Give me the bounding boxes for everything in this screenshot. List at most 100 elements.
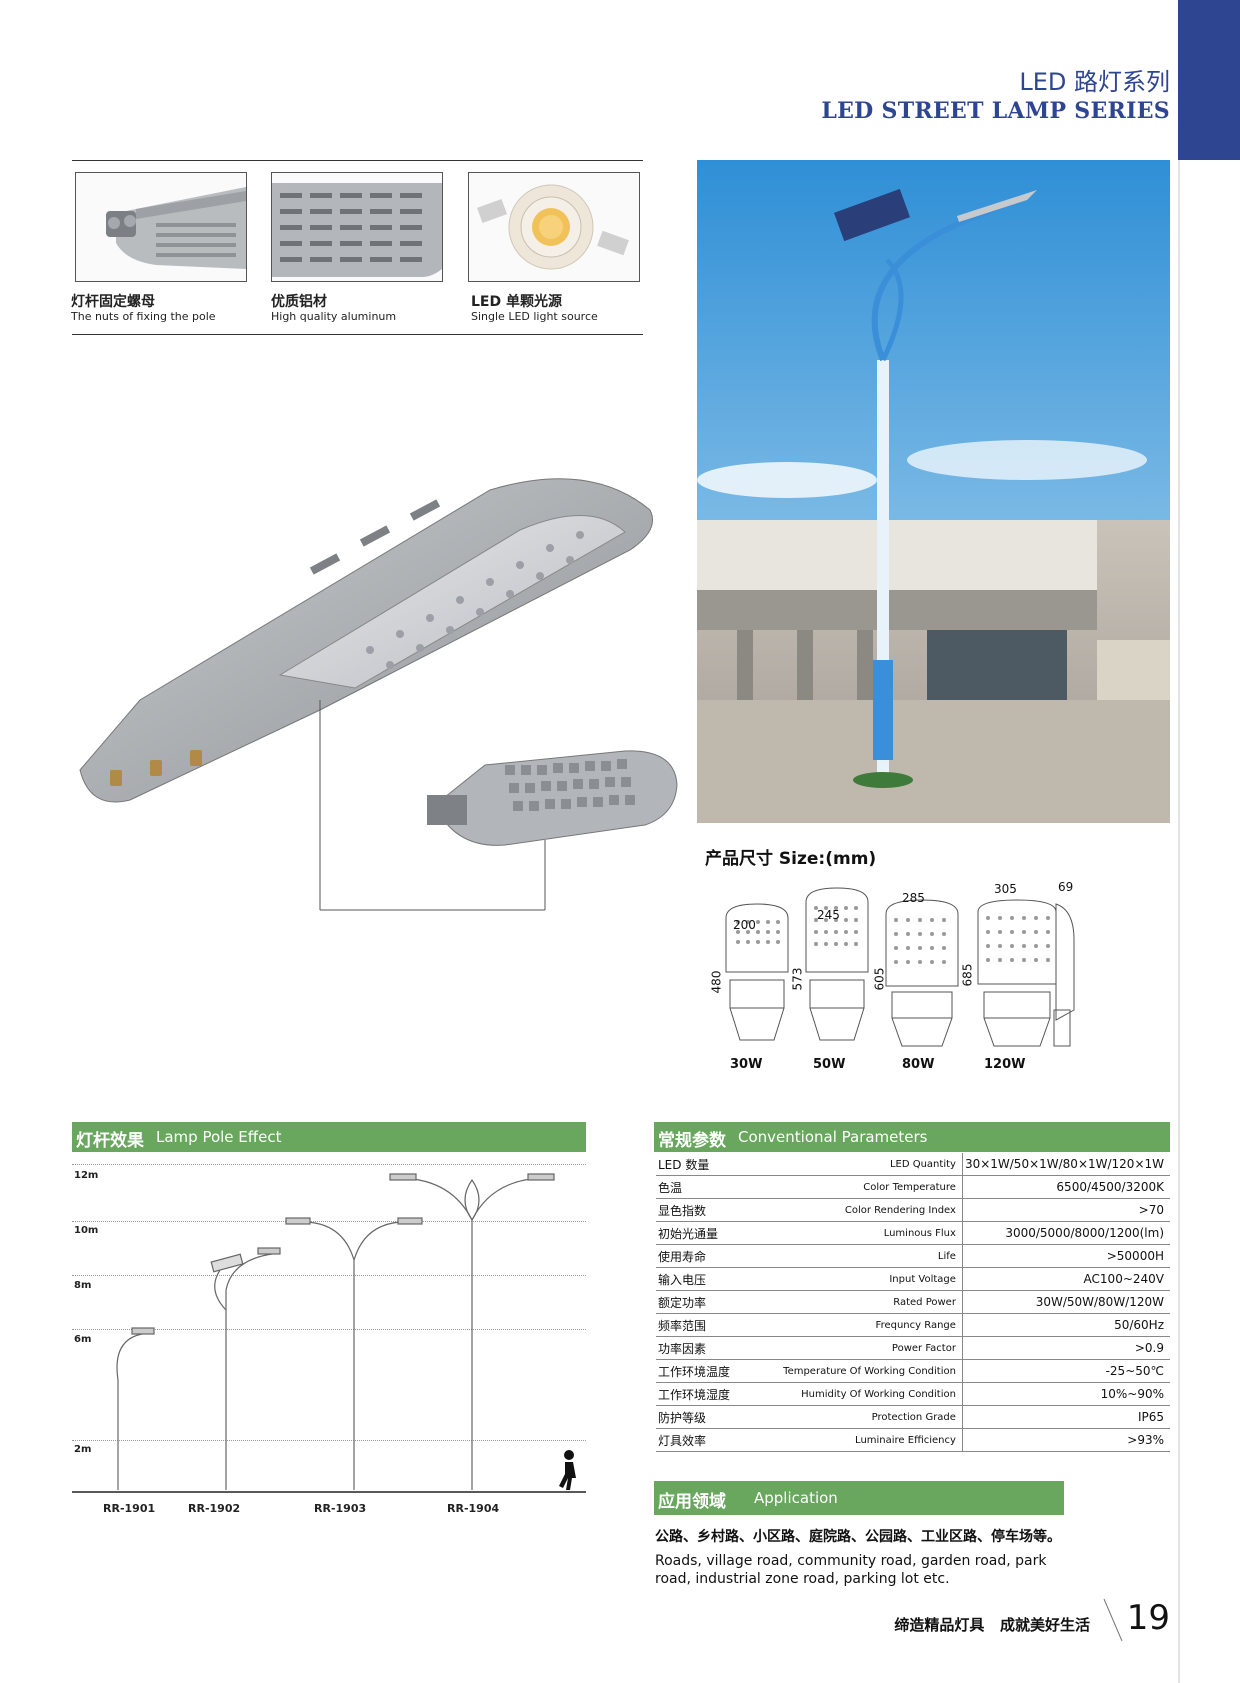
watt-label: 80W [902, 1057, 935, 1072]
pole-model-label: RR-1904 [447, 1502, 500, 1515]
pole-model-label: RR-1903 [314, 1502, 367, 1515]
param-value: 6500/4500/3200K [961, 1175, 1170, 1199]
param-name-cn: 功率因素 [656, 1336, 770, 1360]
param-name-en: Frequncy Range [769, 1313, 963, 1337]
feature-caption-cn: 优质铝材 [271, 294, 327, 310]
param-name-cn: 频率范围 [656, 1313, 770, 1337]
application-title-en: Application [754, 1489, 838, 1507]
param-name-en: Input Voltage [769, 1267, 963, 1291]
param-name-en: Luminous Flux [769, 1221, 963, 1245]
dim-height: 685 [960, 963, 975, 987]
feature-thumb-nuts [75, 172, 247, 282]
param-value: IP65 [961, 1405, 1170, 1429]
footer-slogan: 缔造精品灯具 成就美好生活 [894, 1616, 1090, 1634]
application-section-header: 应用领域 Application [654, 1481, 1064, 1515]
solar-street-lamp-photo [697, 160, 1170, 823]
param-name-en: Color Rendering Index [769, 1198, 963, 1222]
param-value: >0.9 [961, 1336, 1170, 1360]
param-name-en: Protection Grade [769, 1405, 963, 1429]
feature-bottom-rule [72, 334, 643, 335]
param-name-cn: LED 数量 [656, 1153, 770, 1176]
sidebar-line [1178, 160, 1180, 1683]
watt-label: 50W [813, 1057, 846, 1072]
page-divider [1103, 1598, 1123, 1642]
dim-height: 605 [872, 967, 887, 991]
application-title-cn: 应用领域 [658, 1492, 726, 1512]
param-name-en: Rated Power [769, 1290, 963, 1314]
height-label: 2m [74, 1444, 92, 1455]
param-value: AC100~240V [961, 1267, 1170, 1291]
param-value: 10%~90% [961, 1382, 1170, 1406]
feature-caption-en: Single LED light source [471, 310, 598, 323]
lamp-back-view-image [427, 750, 678, 846]
lamp-drawing-80w [885, 899, 959, 1047]
dim-height: 573 [790, 967, 805, 991]
height-label: 8m [74, 1280, 92, 1291]
feature-thumb-aluminum [271, 172, 443, 282]
param-name-cn: 使用寿命 [656, 1244, 770, 1268]
feature-thumb-led [468, 172, 640, 282]
params-section-header: 常规参数 Conventional Parameters [654, 1122, 1170, 1152]
series-title-en: LED STREET LAMP SERIES [821, 98, 1170, 124]
pole-nut-icon [76, 173, 246, 281]
height-gridline [72, 1275, 586, 1276]
application-text-en: Roads, village road, community road, gar… [655, 1553, 1047, 1587]
height-label: 10m [74, 1225, 99, 1236]
lamp-drawing-120w [977, 899, 1057, 1047]
param-name-en: LED Quantity [769, 1153, 963, 1176]
params-title-cn: 常规参数 [658, 1131, 726, 1151]
led-chip-icon [469, 173, 639, 281]
param-name-cn: 工作环境湿度 [656, 1382, 770, 1406]
lamp-pole-section-header: 灯杆效果 Lamp Pole Effect [72, 1122, 586, 1152]
lamp-drawing-50w [805, 887, 869, 1041]
feature-caption-cn: 灯杆固定螺母 [71, 294, 155, 310]
watt-label: 120W [984, 1057, 1026, 1072]
lamp-pole-drawings [72, 1173, 586, 1493]
param-value: 3000/5000/8000/1200(lm) [961, 1221, 1170, 1245]
param-name-en: Luminaire Efficiency [769, 1428, 963, 1452]
param-value: >93% [961, 1428, 1170, 1452]
param-name-cn: 色温 [656, 1175, 770, 1199]
param-name-cn: 输入电压 [656, 1267, 770, 1291]
param-name-cn: 额定功率 [656, 1290, 770, 1314]
lamp-drawing-30w [725, 903, 789, 1041]
param-name-cn: 初始光通量 [656, 1221, 770, 1245]
series-title-cn: LED 路灯系列 [1019, 68, 1170, 96]
param-name-en: Temperature Of Working Condition [769, 1359, 963, 1383]
height-gridline [72, 1221, 586, 1222]
param-value: >50000H [961, 1244, 1170, 1268]
param-name-cn: 灯具效率 [656, 1428, 770, 1452]
dim-width: 245 [817, 908, 840, 922]
param-value: 30W/50W/80W/120W [961, 1290, 1170, 1314]
dim-height: 480 [709, 970, 724, 994]
param-value: -25~50℃ [961, 1359, 1170, 1383]
params-title-en: Conventional Parameters [738, 1128, 928, 1146]
param-name-cn: 防护等级 [656, 1405, 770, 1429]
param-name-cn: 工作环境温度 [656, 1359, 770, 1383]
dim-depth: 69 [1058, 880, 1074, 894]
param-name-en: Humidity Of Working Condition [769, 1382, 963, 1406]
param-name-cn: 显色指数 [656, 1198, 770, 1222]
pole-model-label: RR-1901 [103, 1502, 156, 1515]
param-name-en: Color Temperature [769, 1175, 963, 1199]
dim-width: 285 [902, 891, 925, 905]
height-gridline [72, 1329, 586, 1330]
size-title: 产品尺寸 Size:(mm) [705, 849, 877, 869]
feature-caption-cn: LED 单颗光源 [471, 294, 562, 310]
param-value: 50/60Hz [961, 1313, 1170, 1337]
street-lamp-product-image [79, 478, 653, 911]
dim-width: 200 [733, 918, 756, 932]
